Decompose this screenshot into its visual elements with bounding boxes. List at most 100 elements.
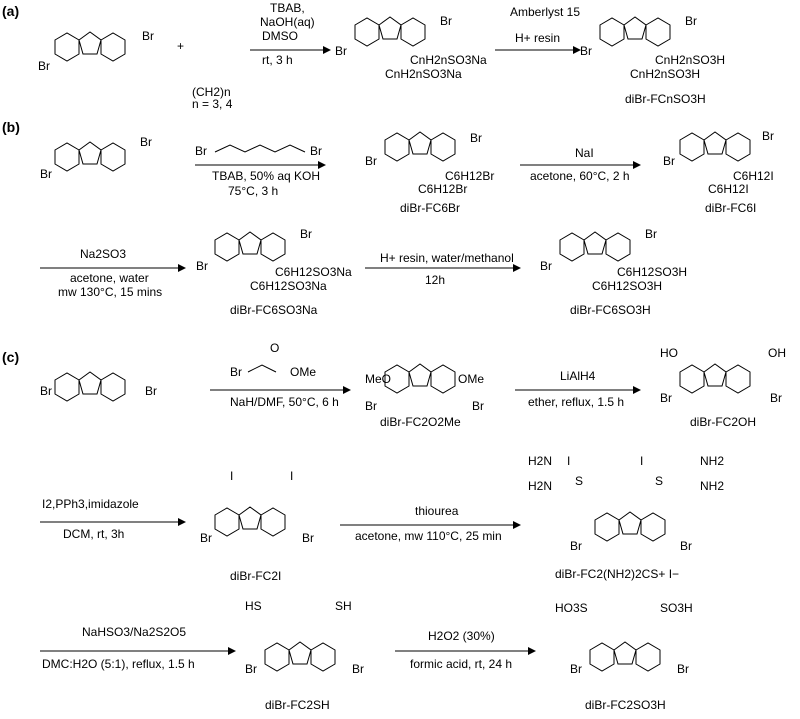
fluorene-structure-c3 (214, 506, 286, 537)
compound-name: diBr-FC2(NH2)2CS+ I− (555, 567, 679, 581)
panel-a: Br Br + (CH2)n n = 3, 4 TBAB, NaOH(aq) D… (38, 1, 725, 111)
substituent-text: CnH2nSO3H (630, 67, 700, 81)
fluorene-structure-c2 (679, 363, 751, 394)
condition-text: mw 130°C, 15 mins (58, 285, 162, 299)
br-atom: Br (310, 144, 322, 158)
br-atom: Br (40, 167, 52, 181)
amino-label: H2N (528, 479, 552, 493)
reagent-text: DMSO (262, 29, 298, 43)
substituent-text: CnH2nSO3Na (385, 67, 462, 81)
hexyl-chain (214, 144, 306, 153)
compound-name: diBr-FC2O2Me (380, 415, 461, 429)
ester-label: MeO (365, 372, 391, 386)
panel-label-b: (b) (2, 119, 20, 135)
br-atom: Br (142, 29, 154, 43)
substituent-text: C6H12Br (418, 182, 467, 196)
plus-sign: + (177, 39, 184, 53)
condition-text: DMC:H2O (5:1), reflux, 1.5 h (42, 657, 195, 671)
br-atom: Br (195, 144, 207, 158)
reagent-text: LiAlH4 (560, 369, 596, 383)
iodo-label: I (230, 469, 233, 483)
amino-label: H2N (528, 454, 552, 468)
thiol-label: HS (245, 599, 262, 613)
br-atom: Br (660, 391, 672, 405)
substituent-text: C6H12SO3Na (275, 265, 352, 279)
substituent-text: C6H12I (733, 169, 774, 183)
compound-name: diBr-FCnSO3H (625, 92, 706, 106)
reagent-text: H2O2 (30%) (428, 629, 495, 643)
iodo-label: I (290, 469, 293, 483)
condition-text: formic acid, rt, 24 h (410, 657, 512, 671)
substituent-text: CnH2nSO3H (655, 53, 725, 67)
compound-name: diBr-FC6SO3H (570, 303, 651, 317)
iodide-label: I (640, 454, 643, 468)
reagent-text: NaOH(aq) (260, 15, 315, 29)
condition-text: acetone, 60°C, 2 h (530, 169, 630, 183)
br-atom: Br (245, 662, 257, 676)
reagent-text: I2,PPh3,imidazole (42, 497, 139, 511)
acetate-chain (247, 364, 277, 373)
br-atom: Br (580, 44, 592, 58)
br-atom: Br (140, 135, 152, 149)
condition-text: DCM, rt, 3h (63, 527, 124, 541)
thiol-label: SH (335, 599, 352, 613)
compound-name: diBr-FC2OH (690, 415, 756, 429)
br-atom: Br (352, 662, 364, 676)
condition-text: ether, reflux, 1.5 h (528, 395, 624, 409)
s-atom: S (655, 474, 663, 488)
fluorene-structure-b2 (679, 131, 751, 162)
fluorene-structure-c1 (384, 363, 456, 394)
br-atom: Br (663, 154, 675, 168)
alcohol-label: HO (660, 346, 678, 360)
br-atom: Br (38, 59, 50, 73)
br-atom: Br (680, 539, 692, 553)
fluorene-structure-a0 (54, 31, 126, 62)
br-atom: Br (230, 365, 242, 379)
amino-label: NH2 (700, 479, 724, 493)
br-atom: Br (365, 154, 377, 168)
sulfonic-label: SO3H (660, 601, 693, 615)
substituent-text: CnH2nSO3Na (410, 53, 487, 67)
reagent-text: TBAB, 50% aq KOH (212, 169, 320, 183)
reagent-text: Na2SO3 (80, 247, 126, 261)
br-atom: Br (645, 227, 657, 241)
compound-name: diBr-FC6SO3Na (230, 303, 318, 317)
br-atom: Br (300, 227, 312, 241)
condition-text: NaH/DMF, 50°C, 6 h (230, 395, 339, 409)
sultone-chain: (CH2)n (192, 85, 231, 99)
o-atom: O (270, 341, 279, 355)
reagent-text: NaI (575, 146, 594, 160)
br-atom: Br (677, 662, 689, 676)
substituent-text: C6H12Br (445, 169, 494, 183)
br-atom: Br (40, 384, 52, 398)
compound-name: diBr-FC2SO3H (585, 698, 666, 712)
br-atom: Br (685, 14, 697, 28)
br-atom: Br (570, 539, 582, 553)
br-atom: Br (762, 129, 774, 143)
alcohol-label: OH (768, 346, 786, 360)
br-atom: Br (470, 131, 482, 145)
compound-name: diBr-FC2I (230, 569, 281, 583)
condition-text: 75°C, 3 h (228, 184, 278, 198)
br-atom: Br (472, 399, 484, 413)
br-atom: Br (365, 399, 377, 413)
condition-text: 12h (425, 273, 445, 287)
fluorene-structure-c4 (594, 511, 666, 542)
reagent-text: TBAB, (270, 1, 305, 15)
fluorene-structure-b1 (384, 131, 456, 162)
reagent-text: H+ resin, water/methanol (380, 251, 514, 265)
substituent-text: C6H12SO3H (617, 265, 687, 279)
panel-label-c: (c) (2, 349, 19, 365)
substituent-text: C6H12SO3Na (250, 279, 327, 293)
br-atom: Br (440, 14, 452, 28)
fluorene-structure-c5 (264, 641, 336, 672)
br-atom: Br (196, 259, 208, 273)
fluorene-structure-a1 (354, 16, 426, 47)
condition-text: rt, 3 h (262, 53, 293, 67)
compound-name: diBr-FC2SH (265, 698, 330, 712)
br-atom: Br (570, 662, 582, 676)
reagent-text: H+ resin (515, 31, 560, 45)
panel-label-a: (a) (2, 3, 19, 19)
fluorene-structure-b0 (54, 141, 126, 172)
